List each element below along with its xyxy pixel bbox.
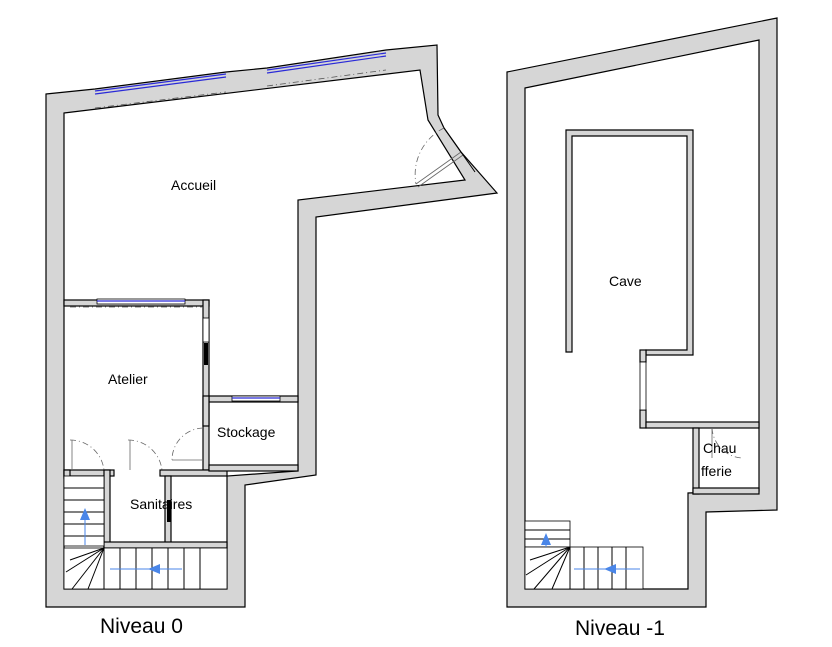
level-0-title: Niveau 0 bbox=[100, 615, 183, 638]
level-minus-1-plan: Cave Chau fferie Niveau -1 bbox=[506, 17, 778, 640]
door-jamb-black bbox=[204, 343, 208, 365]
door-arc-sanitaires bbox=[127, 439, 163, 471]
level-0-plan: Accueil Atelier Stockage Sanitaires Nive… bbox=[45, 44, 499, 638]
stair-left-arrow bbox=[148, 564, 160, 574]
entrance-door bbox=[414, 127, 476, 188]
wall-cave-lower bbox=[639, 409, 647, 429]
wall-chaufferie-bottom bbox=[692, 487, 760, 495]
wall-sanitaires-bottom bbox=[103, 541, 228, 549]
cave-inner-wall bbox=[565, 129, 694, 356]
room-label-sanitaires: Sanitaires bbox=[130, 496, 192, 512]
room-label-accueil: Accueil bbox=[171, 177, 216, 193]
wall-sanitaires-left bbox=[103, 469, 111, 549]
level-minus-1-title: Niveau -1 bbox=[575, 617, 665, 640]
level-minus-1-outer-wall bbox=[506, 17, 778, 608]
wall-chaufferie-left bbox=[692, 427, 700, 495]
stair-up-arrow bbox=[80, 508, 90, 520]
cave-opening bbox=[639, 361, 647, 411]
room-label-cave: Cave bbox=[609, 273, 642, 289]
wall-cave-stub bbox=[639, 349, 647, 363]
door-jamb-black-2 bbox=[167, 500, 171, 522]
stair-left-arrow-lower bbox=[604, 564, 616, 574]
stair-up-arrow-lower bbox=[541, 533, 551, 545]
level-0-staircase bbox=[63, 475, 228, 590]
level-0-outer-wall bbox=[45, 44, 499, 608]
door-arc-entry bbox=[69, 439, 105, 471]
door-arc-chaufferie bbox=[711, 427, 743, 459]
room-label-atelier: Atelier bbox=[108, 371, 148, 387]
room-label-chaufferie-line1: Chau bbox=[703, 440, 736, 456]
room-label-chaufferie-line2: fferie bbox=[701, 463, 732, 479]
level-0-windows bbox=[94, 52, 387, 522]
door-arc-stockage bbox=[171, 427, 204, 461]
room-label-stockage: Stockage bbox=[217, 424, 276, 440]
window-projection-line bbox=[94, 69, 387, 109]
wall-chaufferie-top bbox=[645, 421, 760, 429]
wall-stockage-bottom bbox=[208, 464, 299, 472]
wall-stockage-left bbox=[202, 395, 210, 427]
level-minus-1-staircase bbox=[524, 520, 644, 590]
wall-sanitaires-top-2 bbox=[159, 469, 228, 477]
